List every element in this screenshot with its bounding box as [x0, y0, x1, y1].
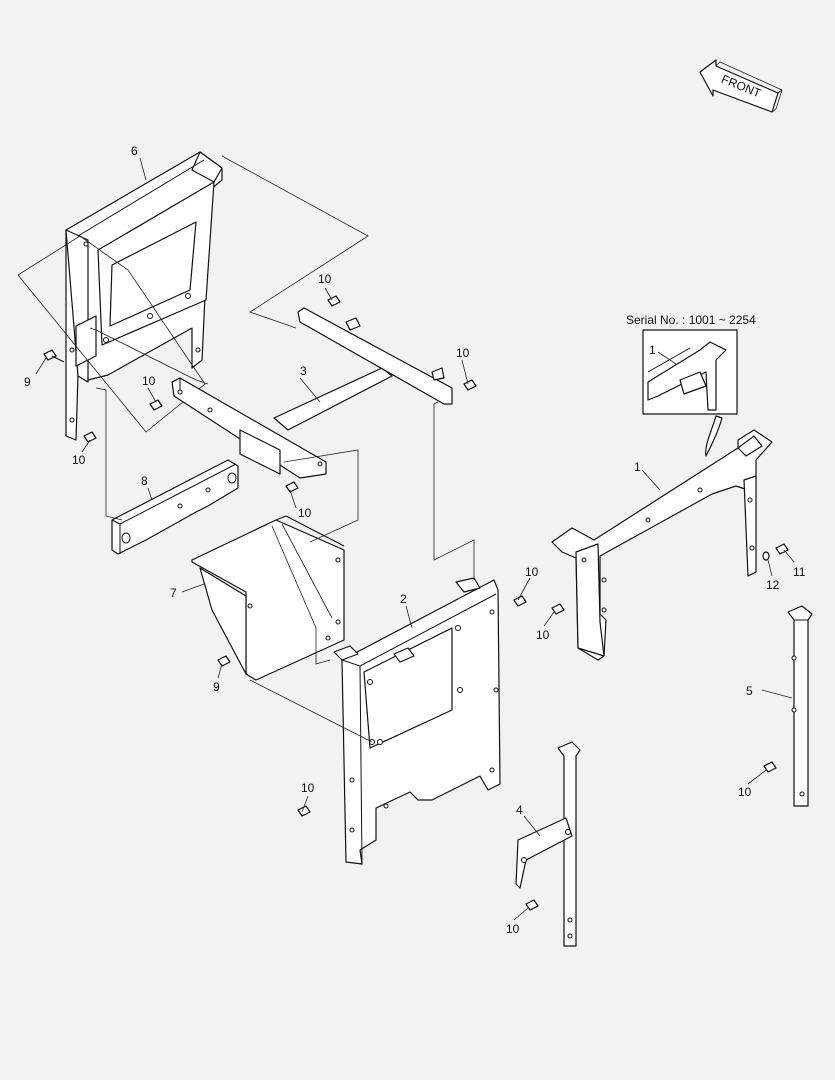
- callout-9: 9: [24, 375, 31, 389]
- callout-5: 5: [746, 684, 753, 698]
- part-7-sheet-panel: [191, 515, 345, 681]
- callout-1: 1: [634, 460, 641, 474]
- part-6-upper-frame: [65, 151, 223, 441]
- callout-1: 1: [649, 343, 656, 357]
- part-2-panel-frame: [333, 577, 501, 865]
- callout-10: 10: [72, 453, 86, 467]
- serial-inset: [642, 329, 738, 457]
- leader-lines: [35, 157, 795, 921]
- bolt-icon: [43, 295, 789, 911]
- part-1-main-frame: [551, 429, 773, 661]
- callout-10: 10: [506, 922, 520, 936]
- callout-10: 10: [525, 565, 539, 579]
- part-4-bracket-post: [515, 741, 581, 947]
- callout-10: 10: [301, 781, 315, 795]
- callout-6: 6: [131, 144, 138, 158]
- callout-8: 8: [141, 474, 148, 488]
- callout-2: 2: [400, 592, 407, 606]
- callout-10: 10: [142, 374, 156, 388]
- callout-10: 10: [456, 346, 470, 360]
- callout-3: 3: [300, 364, 307, 378]
- callout-12: 12: [766, 578, 780, 592]
- part-3-cross-member: [171, 307, 453, 479]
- front-arrow-icon: [699, 59, 783, 113]
- callout-7: 7: [170, 586, 177, 600]
- callout-4: 4: [516, 803, 523, 817]
- part-8-bracket: [111, 459, 239, 555]
- callout-11: 11: [793, 565, 806, 579]
- callout-9: 9: [213, 680, 220, 694]
- serial-note: Serial No. : 1001 ~ 2254: [626, 313, 756, 327]
- callout-10: 10: [738, 785, 752, 799]
- callout-10: 10: [298, 506, 312, 520]
- callout-10: 10: [536, 628, 550, 642]
- callouts: 6 9 10 10 3 10 10 8 10 7 9 2 10 10 10 4 …: [24, 144, 806, 936]
- callout-10: 10: [318, 272, 332, 286]
- part-5-post: [787, 605, 813, 807]
